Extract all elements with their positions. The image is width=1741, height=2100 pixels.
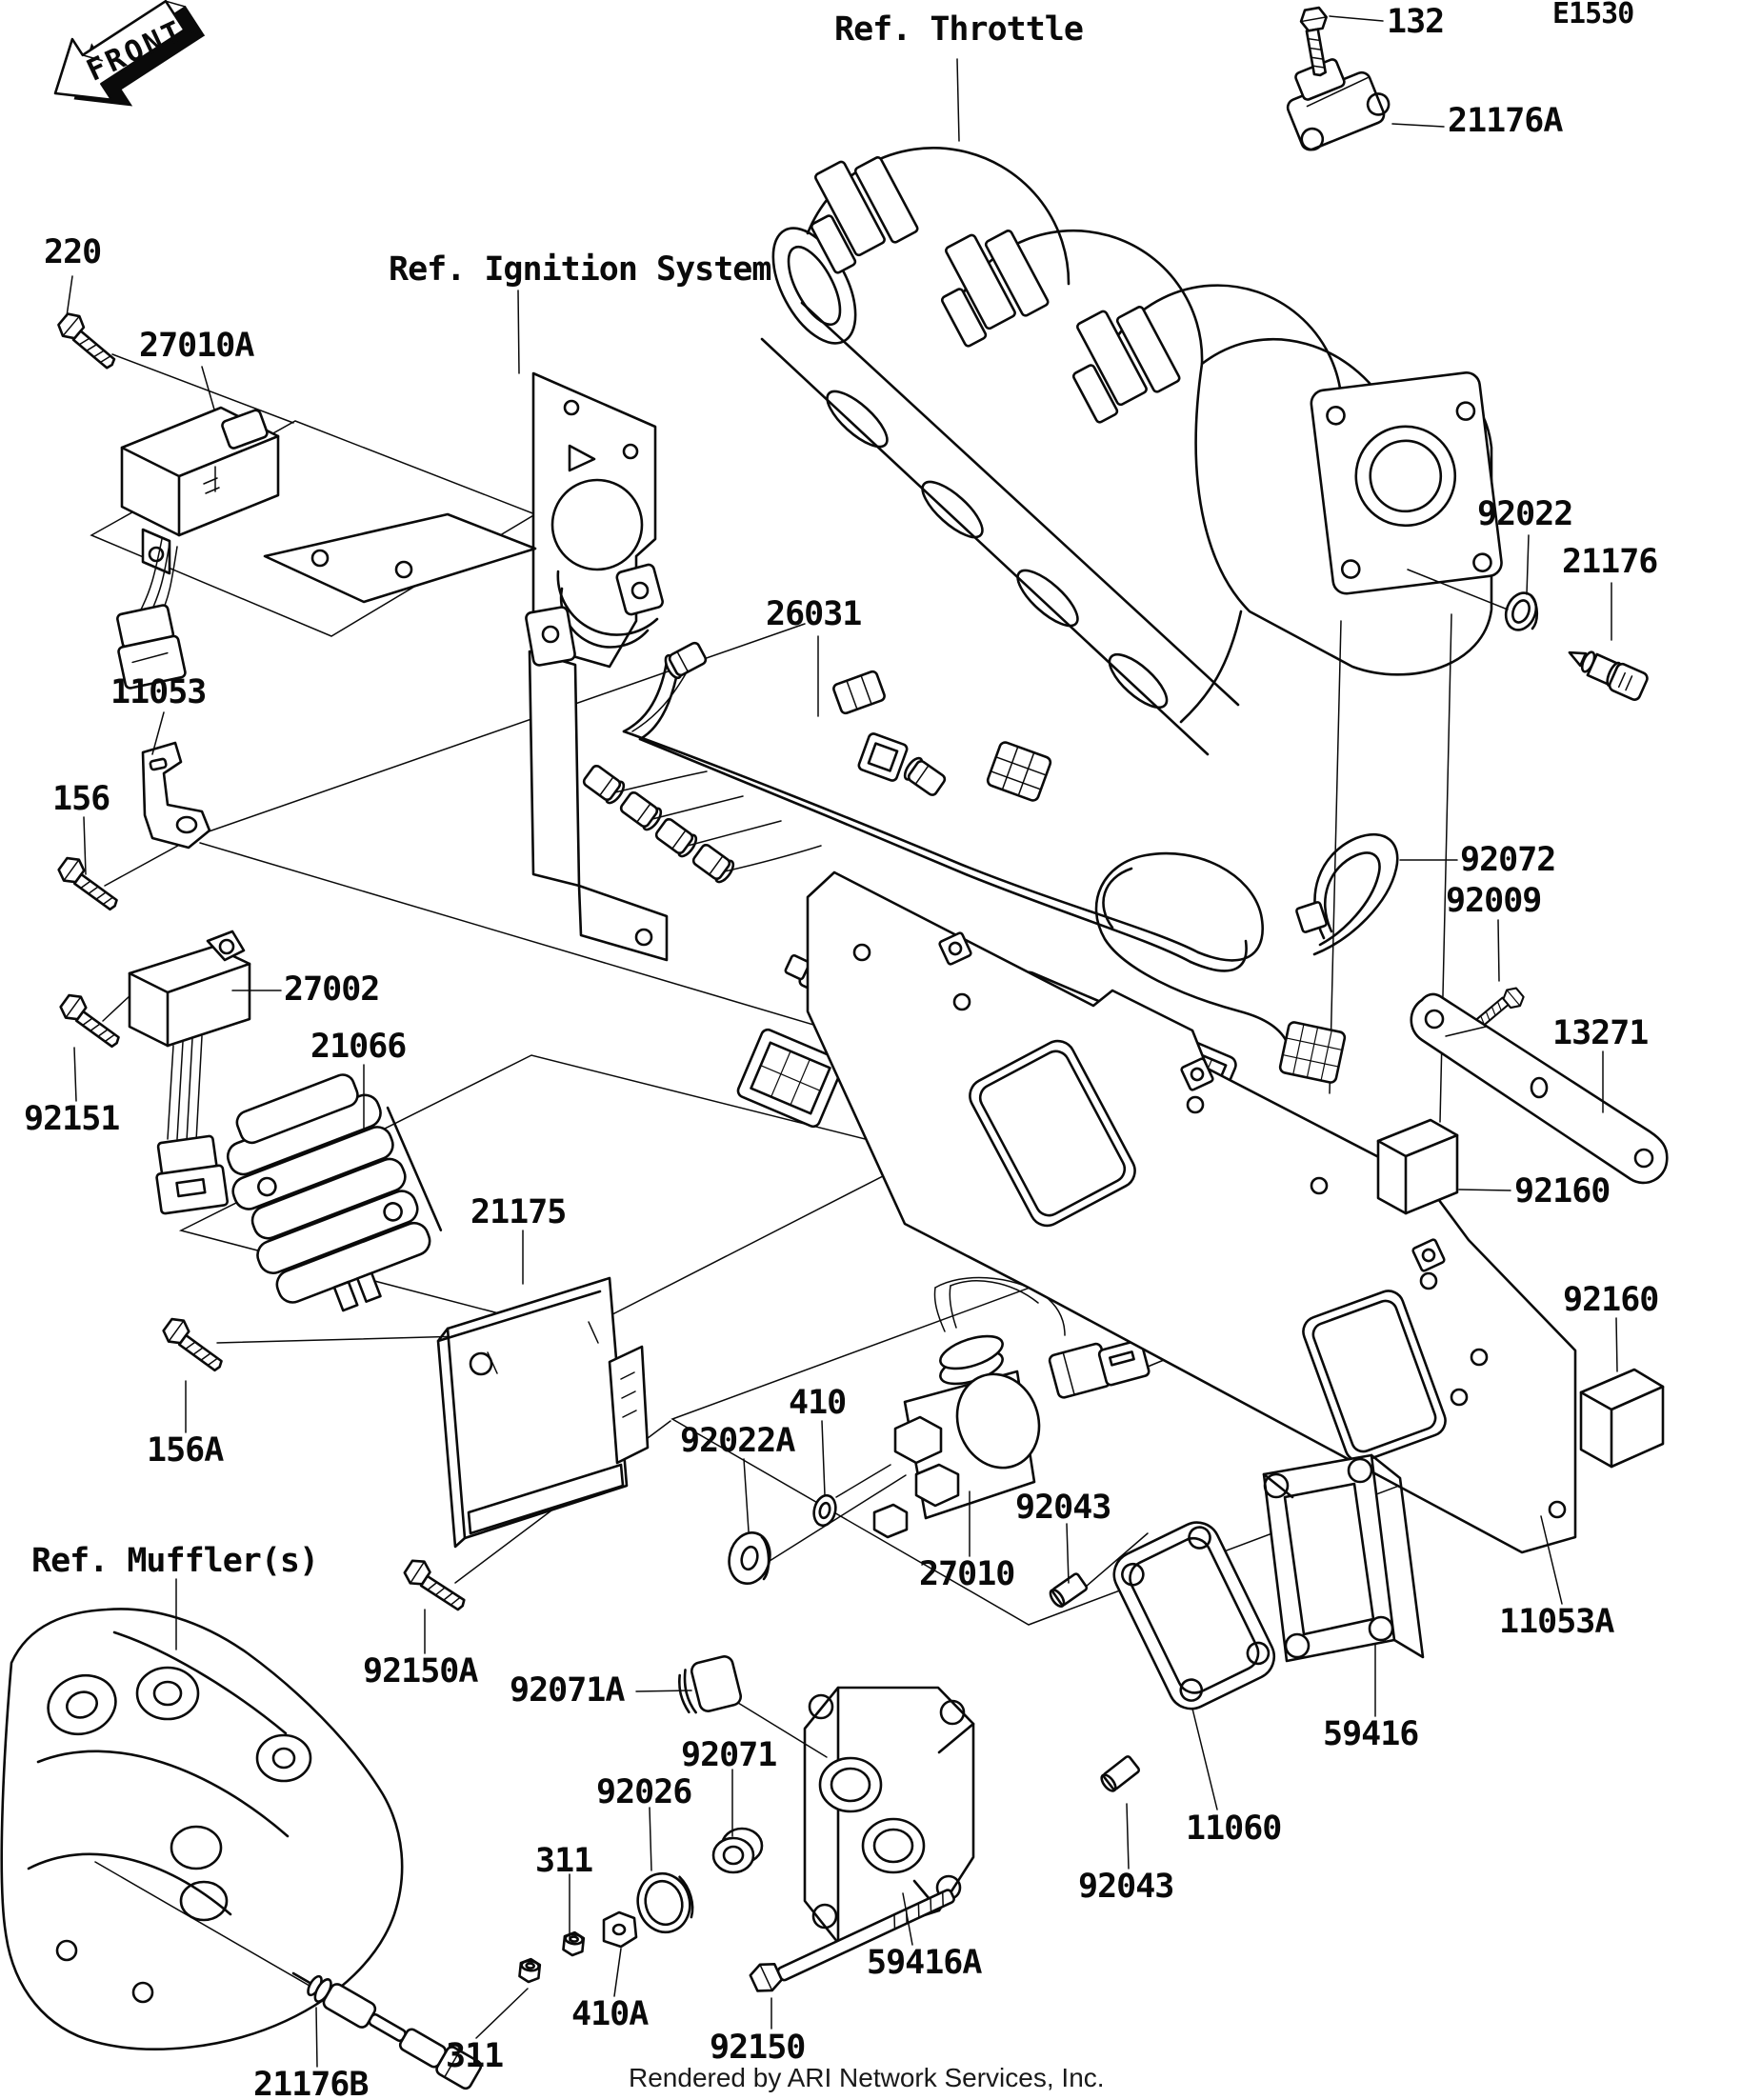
holder-59416-drawing	[1262, 1453, 1425, 1663]
part-label-59416: 59416	[1323, 1715, 1419, 1753]
sensor-21176b-drawing	[291, 1971, 483, 2090]
ecu-21175-drawing	[436, 1276, 650, 1549]
muffler-drawing	[0, 1608, 404, 2050]
part-label-11053: 11053	[110, 673, 207, 711]
damper-92160-1-drawing	[1376, 1118, 1459, 1215]
part-label-21175: 21175	[470, 1193, 567, 1231]
bolt-156	[53, 851, 126, 915]
part-label-ref-muffler-s-: Ref. Muffler(s)	[31, 1542, 319, 1580]
part-label-13271: 13271	[1552, 1014, 1649, 1052]
part-label-92071: 92071	[681, 1736, 777, 1774]
part-label-92151: 92151	[24, 1100, 120, 1138]
nut-311-1	[561, 1930, 586, 1958]
part-label-21066: 21066	[310, 1028, 407, 1066]
plug-92071-drawing	[711, 1827, 764, 1874]
part-label-156a: 156A	[147, 1431, 224, 1470]
washers-drawing	[728, 591, 1539, 1585]
part-label-410a: 410A	[571, 1995, 649, 2033]
part-label-59416a: 59416A	[867, 1944, 982, 1982]
part-label-27010: 27010	[919, 1555, 1015, 1593]
cap-92071a-drawing	[678, 1655, 743, 1714]
part-label-220: 220	[44, 233, 102, 271]
valve-27010-drawing	[872, 1276, 1151, 1539]
bolt-156a	[158, 1312, 230, 1376]
map-sensor-21176a-drawing	[1286, 5, 1391, 151]
part-label-92071a: 92071A	[510, 1671, 625, 1710]
part-label-11060: 11060	[1186, 1810, 1282, 1848]
bracket-11053-drawing	[53, 741, 211, 915]
injector-plug-1	[580, 762, 629, 808]
sensor-plug	[900, 753, 949, 799]
injector-plug-3	[652, 815, 701, 861]
bolt-220	[53, 308, 124, 373]
part-label-27002: 27002	[284, 970, 380, 1009]
temp-sensor-21176-drawing	[1568, 650, 1649, 701]
plate-11053a-drawing	[806, 870, 1577, 1554]
part-label-21176b: 21176B	[253, 2066, 369, 2100]
nut-311-2	[517, 1956, 542, 1985]
part-label-26031: 26031	[766, 595, 862, 633]
bolt-92151	[55, 989, 128, 1052]
part-label-311: 311	[535, 1842, 593, 1880]
part-label-e1530: E1530	[1552, 0, 1634, 30]
bolt-92150-drawing	[749, 1889, 955, 1992]
part-label-92022: 92022	[1477, 495, 1573, 533]
gasket-11060-drawing	[1112, 1521, 1276, 1710]
part-label-156: 156	[52, 780, 110, 818]
part-label-27010a: 27010A	[139, 327, 254, 365]
part-label-11053a: 11053A	[1499, 1603, 1614, 1641]
part-label-rendered-by-ari-network-services-inc-: Rendered by ARI Network Services, Inc.	[629, 2063, 1105, 2092]
part-label-21176: 21176	[1562, 543, 1658, 581]
part-label-92009: 92009	[1446, 882, 1542, 920]
part-label-92072: 92072	[1460, 841, 1556, 879]
part-label-92160: 92160	[1563, 1281, 1659, 1319]
injector-plug-2	[617, 789, 666, 834]
end-connector	[1278, 1021, 1347, 1084]
washer-410a-drawing	[602, 1910, 638, 1949]
part-label-ref-ignition-system: Ref. Ignition System	[389, 250, 771, 289]
ring-92026-drawing	[636, 1871, 694, 1934]
part-label-92160: 92160	[1514, 1172, 1611, 1210]
coil-27010a-drawing	[53, 308, 280, 690]
part-label-410: 410	[789, 1384, 847, 1422]
part-label-132: 132	[1387, 3, 1445, 41]
part-label-92150: 92150	[710, 2029, 806, 2067]
front-arrow: FRONT	[53, 0, 206, 107]
square-connector	[736, 1028, 845, 1129]
part-label-92043: 92043	[1015, 1489, 1111, 1527]
part-label-92022a: 92022A	[680, 1422, 795, 1460]
stay-13271-drawing	[1410, 992, 1669, 1185]
carrier-59416a-drawing	[803, 1686, 975, 1945]
leader-lines	[66, 15, 1618, 2068]
relay-27002-drawing	[55, 930, 251, 1215]
part-label-92026: 92026	[596, 1773, 692, 1811]
part-label-311: 311	[446, 2037, 504, 2075]
part-label-92150a: 92150A	[363, 1652, 478, 1690]
pin-92043-1	[1049, 1572, 1089, 1608]
damper-92160-2-drawing	[1579, 1368, 1665, 1469]
intake-manifold-drawing	[760, 143, 1503, 756]
part-label-ref-throttle: Ref. Throttle	[834, 10, 1084, 49]
bolt-92150a	[400, 1554, 473, 1615]
regulator-21066-drawing	[226, 1073, 443, 1312]
ignition-bracket-drawing	[263, 371, 669, 962]
injector-plug-4	[690, 841, 738, 887]
tie-92072-drawing	[1295, 832, 1399, 956]
part-label-92043: 92043	[1078, 1868, 1174, 1906]
pin-92043-2	[1100, 1755, 1141, 1792]
part-label-21176a: 21176A	[1448, 102, 1563, 140]
